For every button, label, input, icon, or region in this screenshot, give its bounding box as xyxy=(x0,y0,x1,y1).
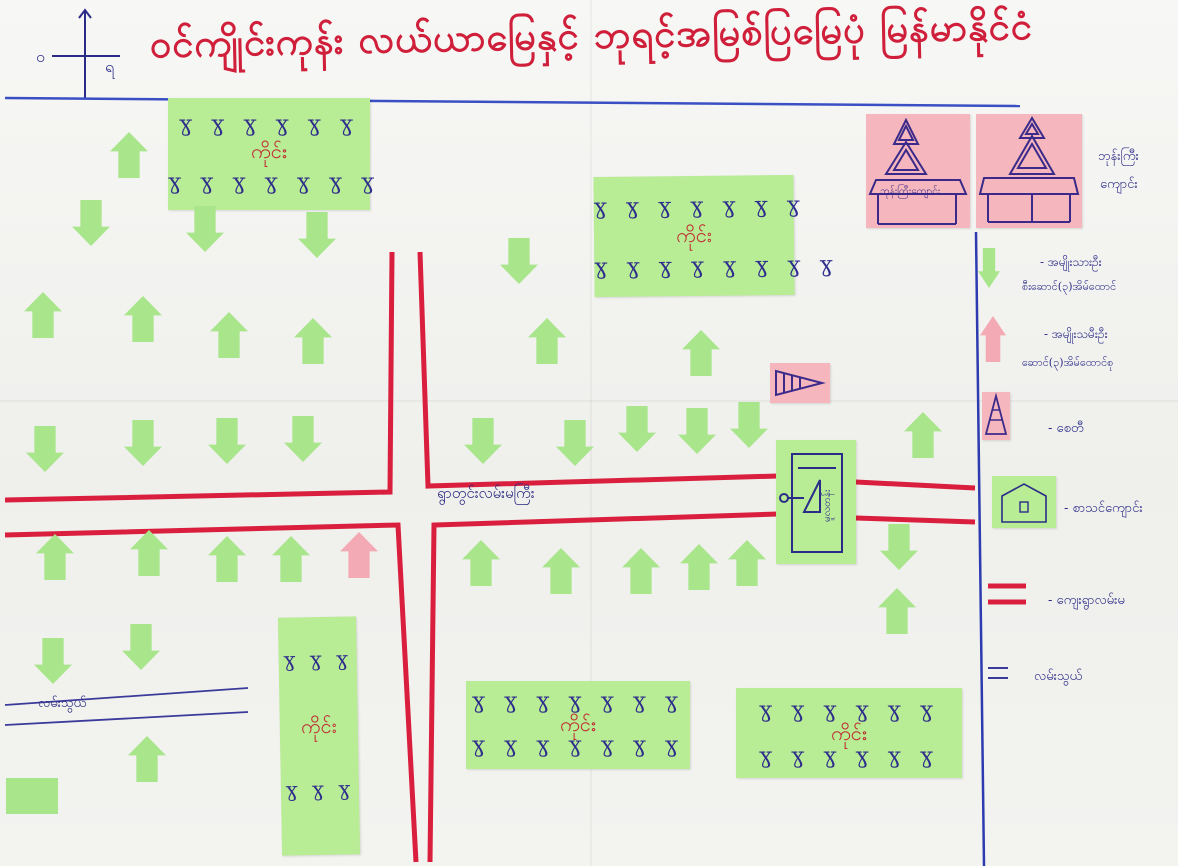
field-marks: ɣ ɣ ɣ xyxy=(283,646,353,672)
compass-east-label: ရ xyxy=(105,57,116,79)
legend-green-house-icon xyxy=(978,248,1000,288)
compass-west-label: ဝ xyxy=(36,47,45,66)
legend-footpath-label: လမ်းသွယ် xyxy=(1034,669,1083,684)
monastery: ဘုန်းကြီးကျောင်း xyxy=(866,114,970,228)
main-road xyxy=(4,251,976,863)
paddy-field: ɣ ɣ ɣ ɣ ɣ ɣ ကိုင်း ɣ ɣ ɣ ɣ ɣ ɣ xyxy=(736,688,962,778)
main-road-label: ရွာတွင်းလမ်းမကြီး xyxy=(437,484,535,502)
field-marks: ɣ ɣ ɣ xyxy=(285,776,355,802)
top-boundary-line xyxy=(4,96,1021,108)
monastery-icon xyxy=(868,117,968,225)
legend-divider-line xyxy=(974,231,986,866)
household-marker xyxy=(6,778,58,814)
pagoda-icon xyxy=(775,369,826,397)
legend-school-label: - စာသင်ကျောင်း xyxy=(1064,501,1143,516)
legend-monastery-label: ဘုန်းကြီး xyxy=(1098,149,1139,164)
field-label: ကိုင်း xyxy=(300,713,337,739)
pagoda xyxy=(770,363,830,403)
legend-main-road-label: - ကျေးရွာလမ်းမ xyxy=(1048,593,1125,608)
field-marks: ɣ ɣ ɣ ɣ ɣ ɣ ɣ xyxy=(168,170,381,195)
legend-pink-house-label: - အမျိုးသမီးဦး xyxy=(1044,327,1108,341)
school-icon xyxy=(779,453,843,553)
paddy-field: ɣ ɣ ɣ ɣ ɣ ɣ ကိုင်း ɣ ɣ ɣ ɣ ɣ ɣ ɣ xyxy=(168,98,381,210)
school: မူလတန်း xyxy=(776,440,856,564)
field-marks: ɣ ɣ ɣ ɣ ɣ ɣ xyxy=(758,698,940,723)
field-marks: ɣ ɣ ɣ ɣ ɣ ɣ ɣ xyxy=(471,689,685,714)
monastery-sign: ဘုန်းကြီးကျောင်း xyxy=(880,186,941,197)
monastery-icon xyxy=(978,116,1080,223)
legend-school-icon xyxy=(992,476,1056,528)
field-marks: ɣ ɣ ɣ ɣ ɣ ɣ ɣ xyxy=(593,192,807,221)
field-label: ကိုင်း xyxy=(560,712,596,736)
legend-green-house-label: - အမျိုးသားဦး xyxy=(1040,255,1102,269)
school-sign: မူလတန်း xyxy=(822,489,833,522)
field-marks: ɣ ɣ ɣ ɣ ɣ ɣ xyxy=(758,744,940,769)
paddy-field: ɣ ɣ ɣ ɣ ɣ ɣ ɣ ကိုင်း ɣ ɣ ɣ ɣ ɣ ɣ ɣ ɣ xyxy=(593,174,839,298)
field-marks: ɣ ɣ ɣ ɣ ɣ ɣ ɣ ɣ xyxy=(594,252,839,281)
field-marks: ɣ ɣ ɣ ɣ ɣ ɣ xyxy=(178,112,360,137)
field-label: ကိုင်း xyxy=(831,721,867,745)
field-label: ကိုင်း xyxy=(251,139,287,163)
legend-pagoda-icon xyxy=(982,392,1010,440)
field-marks: ɣ ɣ ɣ ɣ ɣ ɣ ɣ xyxy=(471,733,685,758)
legend-pagoda-label: - စေတီ xyxy=(1048,421,1084,436)
paddy-field: ɣ ɣ ɣ ɣ ɣ ɣ ɣ ကိုင်း ɣ ɣ ɣ ɣ ɣ ɣ ɣ xyxy=(466,681,690,769)
legend-monastery-label: ကျောင်း xyxy=(1100,177,1138,192)
legend-main-road-icon xyxy=(988,583,1026,605)
paddy-field: ɣ ɣ ɣ ကိုင်း ɣ ɣ ɣ xyxy=(277,616,361,856)
field-label: ကိုင်း xyxy=(675,222,712,248)
legend-green-house-label: စီးဆောင်(၃)အိမ်ထောင် xyxy=(1022,280,1117,293)
compass-rose-icon: ဝ ရ xyxy=(36,8,120,98)
footpath-label: လမ်းသွယ် xyxy=(38,696,87,711)
footpath-line xyxy=(4,687,249,706)
legend-footpath-icon xyxy=(988,667,1008,679)
footpath-line xyxy=(4,711,249,726)
legend-pink-house-label: ဆောင်(၃)အိမ်ထောင်စု xyxy=(1022,356,1114,369)
monastery xyxy=(976,114,1082,228)
